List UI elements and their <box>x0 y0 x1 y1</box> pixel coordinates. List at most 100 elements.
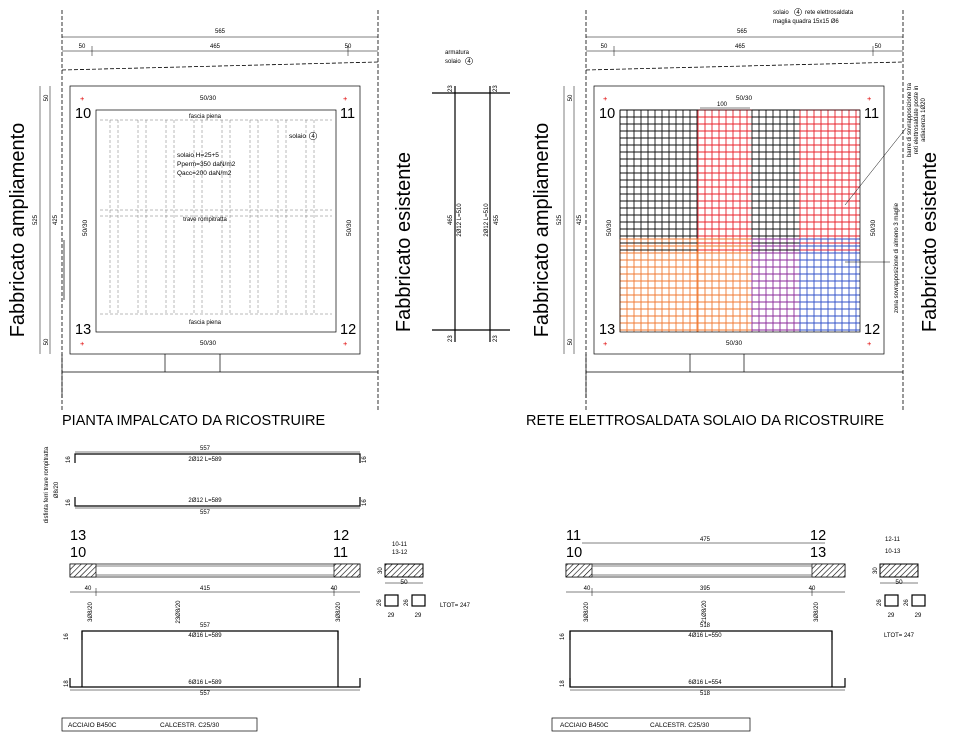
solaio-number: 4 <box>311 134 315 140</box>
beam-left-label: 50/30 <box>606 219 613 236</box>
slab-reinforcement-detail: armatura solaio 4 23 23 23 23 465 2Ø12 L… <box>432 50 510 342</box>
node-marker: + <box>80 94 85 103</box>
armatura-number: 4 <box>467 59 471 65</box>
solaio-height: solaio H=25+5 <box>177 152 219 159</box>
concrete-grade: CALCESTR. C25/30 <box>650 722 710 729</box>
note-barre-3: adiacenza 1Ø20 <box>921 97 927 141</box>
stirrup-w: 29 <box>888 613 895 619</box>
dim-465: 465 <box>448 214 454 225</box>
right-floor-plan: solaio 4 rete elettrosaldata maglia quad… <box>526 8 941 429</box>
solaio-tag: solaio <box>289 133 306 140</box>
stirrup-group: 21Ø8/20 <box>702 600 708 624</box>
dim-40: 40 <box>809 586 816 592</box>
section-height: 30 <box>378 567 384 574</box>
section-width: 50 <box>400 579 408 586</box>
dim-left: 50 <box>601 44 608 50</box>
trave-rompitratta-bars: disfinta ferri trave rompitratta Ø8/20 5… <box>44 446 368 523</box>
dim-vert-mid: 425 <box>53 214 59 225</box>
dim-total: 565 <box>215 29 226 35</box>
node-12: 12 <box>333 528 349 544</box>
label-fabbricato-ampliamento: Fabbricato ampliamento <box>531 123 553 338</box>
node-11: 11 <box>864 106 879 122</box>
node-13: 13 <box>599 322 615 338</box>
dim-40: 40 <box>85 586 92 592</box>
node-marker: + <box>603 94 608 103</box>
hook: 16 <box>64 633 70 640</box>
section-label: 13-12 <box>392 550 408 556</box>
beam-bot-label: 50/30 <box>726 340 743 347</box>
hook: 18 <box>560 680 566 687</box>
beam-top-label: 50/30 <box>200 95 217 102</box>
hook-16: 16 <box>66 499 72 506</box>
note-solaio-number: 4 <box>796 10 800 16</box>
stirrup-group: 3Ø8/20 <box>584 601 590 621</box>
section-label: 12-11 <box>885 537 901 543</box>
fascia-bot-label: fascia piena <box>189 320 222 326</box>
ltot: LTOT= 247 <box>440 603 471 609</box>
dim-415: 415 <box>200 586 211 592</box>
dim-395: 395 <box>700 586 711 592</box>
dim-100: 100 <box>717 102 728 108</box>
steel-grade: ACCIAIO B450C <box>560 722 609 729</box>
section-label: 10-11 <box>392 542 408 548</box>
bar-top-label: 4Ø16 L=589 <box>188 633 222 639</box>
note-solaio: solaio <box>773 10 789 16</box>
dim-right: 50 <box>875 44 882 50</box>
section-height: 30 <box>873 567 879 574</box>
stirrup-group: 3Ø8/20 <box>88 601 94 621</box>
node-marker: + <box>80 339 85 348</box>
note-barre-2: reti elettrosaldate poste in <box>914 86 920 155</box>
steel-grade: ACCIAIO B450C <box>68 722 117 729</box>
bar-label: 2Ø12 L=510 <box>484 203 490 237</box>
concrete-grade: CALCESTR. C25/30 <box>160 722 220 729</box>
trave-label: trave rompitratta <box>183 217 227 223</box>
hook-16: 16 <box>362 499 368 506</box>
dim-vert-bot: 50 <box>568 338 574 345</box>
node-11: 11 <box>340 106 355 122</box>
dim-23: 23 <box>448 335 454 342</box>
node-12: 12 <box>810 528 826 544</box>
hook: 16 <box>560 633 566 640</box>
side-label: disfinta ferri trave rompitratta <box>44 446 50 523</box>
left-floor-plan: 565 50 465 50 <box>7 10 415 429</box>
beam-detail-12-11: 11 10 12 13 475 12-11 10-13 30 50 26 26 … <box>551 528 926 732</box>
node-11: 11 <box>566 528 581 544</box>
node-marker: + <box>343 339 348 348</box>
label-fabbricato-ampliamento: Fabbricato ampliamento <box>7 123 29 338</box>
beam-detail-10-11: 13 10 12 11 10-11 13-12 30 50 26 26 29 2… <box>61 528 471 732</box>
dim-mid: 465 <box>735 44 746 50</box>
section-width: 50 <box>895 579 903 586</box>
node-marker: + <box>343 94 348 103</box>
stirrup-w: 29 <box>915 613 922 619</box>
label-fabbricato-esistente: Fabbricato esistente <box>919 152 941 332</box>
dim-left: 50 <box>79 44 86 50</box>
note-barre-1: barre di sovrapposizione tra <box>907 82 913 157</box>
bar-bot-label: 2Ø12 L=589 <box>188 498 222 504</box>
dim-vert-mid: 425 <box>577 214 583 225</box>
beam-bot-label: 50/30 <box>200 340 217 347</box>
stirrup-w: 29 <box>415 613 422 619</box>
beam-right-label: 50/30 <box>346 219 353 236</box>
hook: 18 <box>64 680 70 687</box>
node-marker: + <box>867 94 872 103</box>
side-label-2: Ø8/20 <box>54 481 60 498</box>
node-11: 11 <box>333 545 348 561</box>
note-maglia: maglia quadra 15x15 Ø6 <box>773 19 839 25</box>
stirrup-w: 29 <box>388 613 395 619</box>
node-12: 12 <box>340 322 356 338</box>
section-label: 10-13 <box>885 549 901 555</box>
node-10: 10 <box>75 106 91 122</box>
slab-joist-pattern <box>100 119 332 315</box>
stirrup-h: 26 <box>404 599 410 606</box>
hook-16: 16 <box>66 456 72 463</box>
dim-mid: 465 <box>210 44 221 50</box>
node-marker: + <box>867 339 872 348</box>
dim-557: 557 <box>200 691 211 697</box>
dim-557: 557 <box>200 623 211 629</box>
note-rete: rete elettrosaldata <box>805 10 854 16</box>
stirrup-h: 26 <box>877 599 883 606</box>
node-13: 13 <box>75 322 91 338</box>
armatura-title: armatura <box>445 50 470 56</box>
bar-bot-label: 6Ø16 L=554 <box>688 680 722 686</box>
